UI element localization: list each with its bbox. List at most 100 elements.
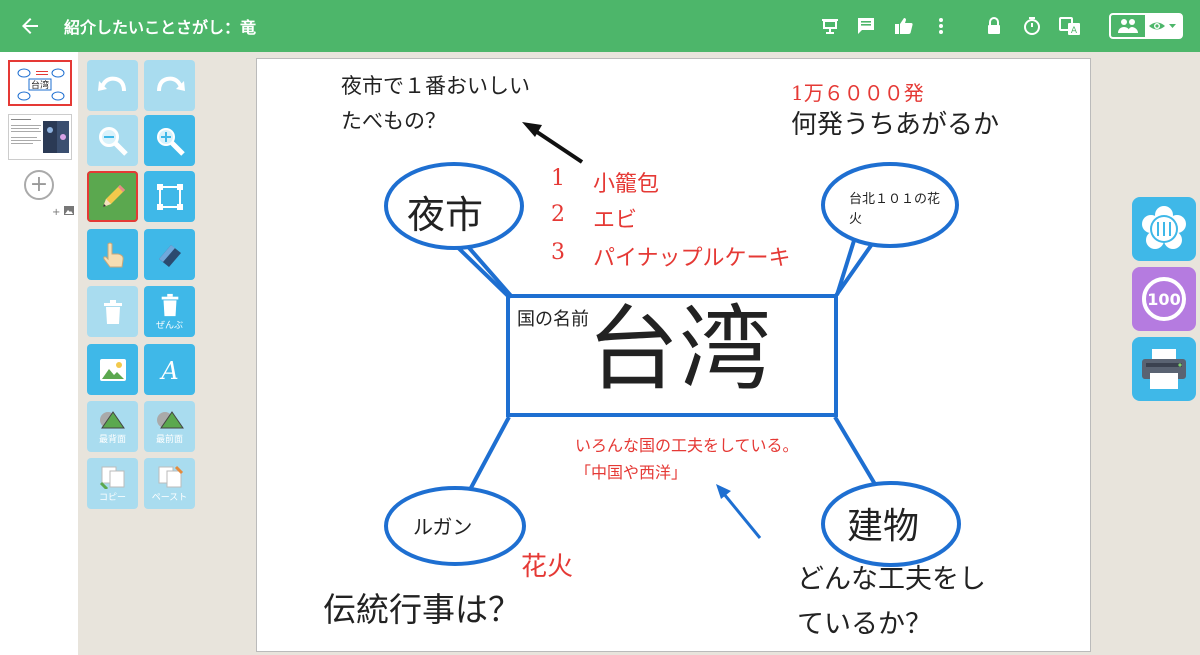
view-mode-toggle[interactable]: [1109, 13, 1183, 39]
stamp-button[interactable]: [1132, 197, 1196, 261]
slide-thumb-title: 台湾: [31, 79, 49, 91]
question-count: 何発うちあがるか: [791, 110, 1000, 140]
question-event: 伝統行事は？: [323, 590, 521, 629]
image-icon: [99, 358, 126, 381]
select-tool-button[interactable]: [144, 171, 195, 222]
pen-tool-button[interactable]: [87, 171, 138, 222]
zoom-in-button[interactable]: [144, 115, 195, 166]
paste-icon: [158, 465, 183, 487]
answer-count: 1万６０００発: [791, 81, 924, 105]
slides-panel: 台湾 + +: [0, 52, 78, 655]
send-to-back-icon: [99, 410, 125, 428]
comment-icon[interactable]: [854, 14, 878, 38]
fireworks-bubble-line2: 火: [849, 212, 863, 227]
app-header: 紹介したいことさがし：竜 A: [0, 0, 1200, 52]
score-100-icon: 100: [1142, 277, 1186, 321]
redo-button[interactable]: [144, 60, 195, 111]
trash-icon: [103, 299, 122, 324]
insert-image-button[interactable]: [87, 344, 138, 395]
svg-text:A: A: [159, 357, 178, 384]
night-market-bubble: [384, 162, 524, 250]
lock-icon[interactable]: [982, 14, 1006, 38]
add-image-plus: +: [52, 207, 61, 218]
bring-to-front-icon: [156, 410, 184, 428]
page-title: 紹介したいことさがし：竜: [64, 18, 257, 37]
question-build-line2: ているか？: [797, 609, 932, 640]
note-line1: いろんな国の工夫をしている。: [575, 436, 799, 455]
country-box: [506, 294, 838, 417]
score-100-text: 100: [1147, 290, 1180, 309]
text-icon: A: [159, 357, 178, 384]
country-name: 台湾: [587, 296, 772, 403]
blue-arrow: [716, 484, 762, 539]
slide-thumbnail-1[interactable]: 台湾: [8, 60, 72, 106]
country-label: 国の名前: [517, 309, 589, 330]
undo-icon: [97, 76, 126, 91]
zoom-in-icon: [156, 127, 185, 156]
whiteboard-canvas[interactable]: 夜市で１番おいしい たべもの？ 1万６０００発 何発うちあがるか 夜市 台北１０…: [256, 58, 1091, 652]
note-line2: 「中国や西洋」: [575, 463, 688, 482]
group-icon[interactable]: [1111, 15, 1145, 37]
rugan-label: ルガン: [413, 515, 473, 539]
paste-label: ペースト: [151, 492, 188, 503]
bring-to-front-button[interactable]: 最前面: [144, 401, 195, 452]
copy-icon: [99, 466, 124, 489]
send-to-back-button[interactable]: 最背面: [87, 401, 138, 452]
add-image-button[interactable]: +: [52, 206, 74, 218]
eraser-icon: [158, 244, 181, 267]
night-market-label: 夜市: [407, 193, 484, 237]
print-button[interactable]: [1132, 337, 1196, 401]
insert-text-button[interactable]: A: [144, 344, 195, 395]
hanabi-label: 花火: [521, 552, 574, 582]
copy-button[interactable]: コピー: [87, 458, 138, 509]
thumbs-up-icon[interactable]: [892, 14, 916, 38]
food-num-3: 3: [551, 240, 565, 265]
eye-icon[interactable]: [1145, 15, 1181, 37]
eraser-tool-button[interactable]: [144, 229, 195, 280]
score-stamp-button[interactable]: 100: [1132, 267, 1196, 331]
selection-box-icon: [156, 183, 183, 210]
redo-icon: [156, 76, 185, 91]
image-icon: [63, 206, 74, 215]
zoom-out-button[interactable]: [87, 115, 138, 166]
slide-thumbnail-2[interactable]: [8, 114, 72, 160]
svg-text:A: A: [1071, 26, 1078, 36]
hand-pointer-icon: [102, 242, 124, 267]
delete-button[interactable]: [87, 286, 138, 337]
undo-button[interactable]: [87, 60, 138, 111]
send-back-label: 最背面: [98, 434, 126, 445]
question-build-line1: どんな工夫をし: [797, 564, 986, 595]
rugan-bubble: [384, 486, 526, 566]
copy-label: コピー: [98, 492, 126, 503]
food-item-3: パイナップルケーキ: [593, 246, 791, 271]
building-label: 建物: [847, 506, 920, 547]
timer-icon[interactable]: [1020, 14, 1044, 38]
more-vert-icon[interactable]: [929, 14, 953, 38]
building-bubble: [821, 481, 961, 567]
pencil-icon: [102, 184, 125, 207]
presenter-icon[interactable]: [818, 14, 842, 38]
printer-icon: [1142, 349, 1186, 389]
food-item-2: エビ: [593, 208, 638, 233]
add-slide-button[interactable]: +: [24, 170, 54, 200]
flower-stamp-icon: [1142, 206, 1186, 249]
back-arrow-icon[interactable]: [18, 14, 42, 38]
food-item-1: 小籠包: [593, 172, 660, 197]
question-food-line1: 夜市で１番おいしい: [341, 74, 530, 98]
fireworks-bubble-line1: 台北１０１の花: [849, 192, 941, 207]
paste-button[interactable]: ペースト: [144, 458, 195, 509]
delete-all-label: ぜんぶ: [155, 320, 183, 331]
black-arrow: [522, 122, 584, 164]
question-food-line2: たべもの？: [341, 109, 446, 133]
food-num-2: 2: [551, 202, 565, 227]
zoom-out-icon: [98, 126, 128, 156]
bring-front-label: 最前面: [155, 434, 183, 445]
fireworks-bubble: [821, 162, 959, 248]
drawing-toolbar: ぜんぶ A 最背面 最前面 コピー ペースト: [78, 52, 202, 655]
trash-all-icon: [161, 293, 178, 316]
delete-all-button[interactable]: ぜんぶ: [144, 286, 195, 337]
hand-tool-button[interactable]: [87, 229, 138, 280]
translate-icon[interactable]: A: [1058, 14, 1082, 38]
food-num-1: 1: [551, 166, 565, 191]
mindmap-shapes: [384, 122, 961, 567]
